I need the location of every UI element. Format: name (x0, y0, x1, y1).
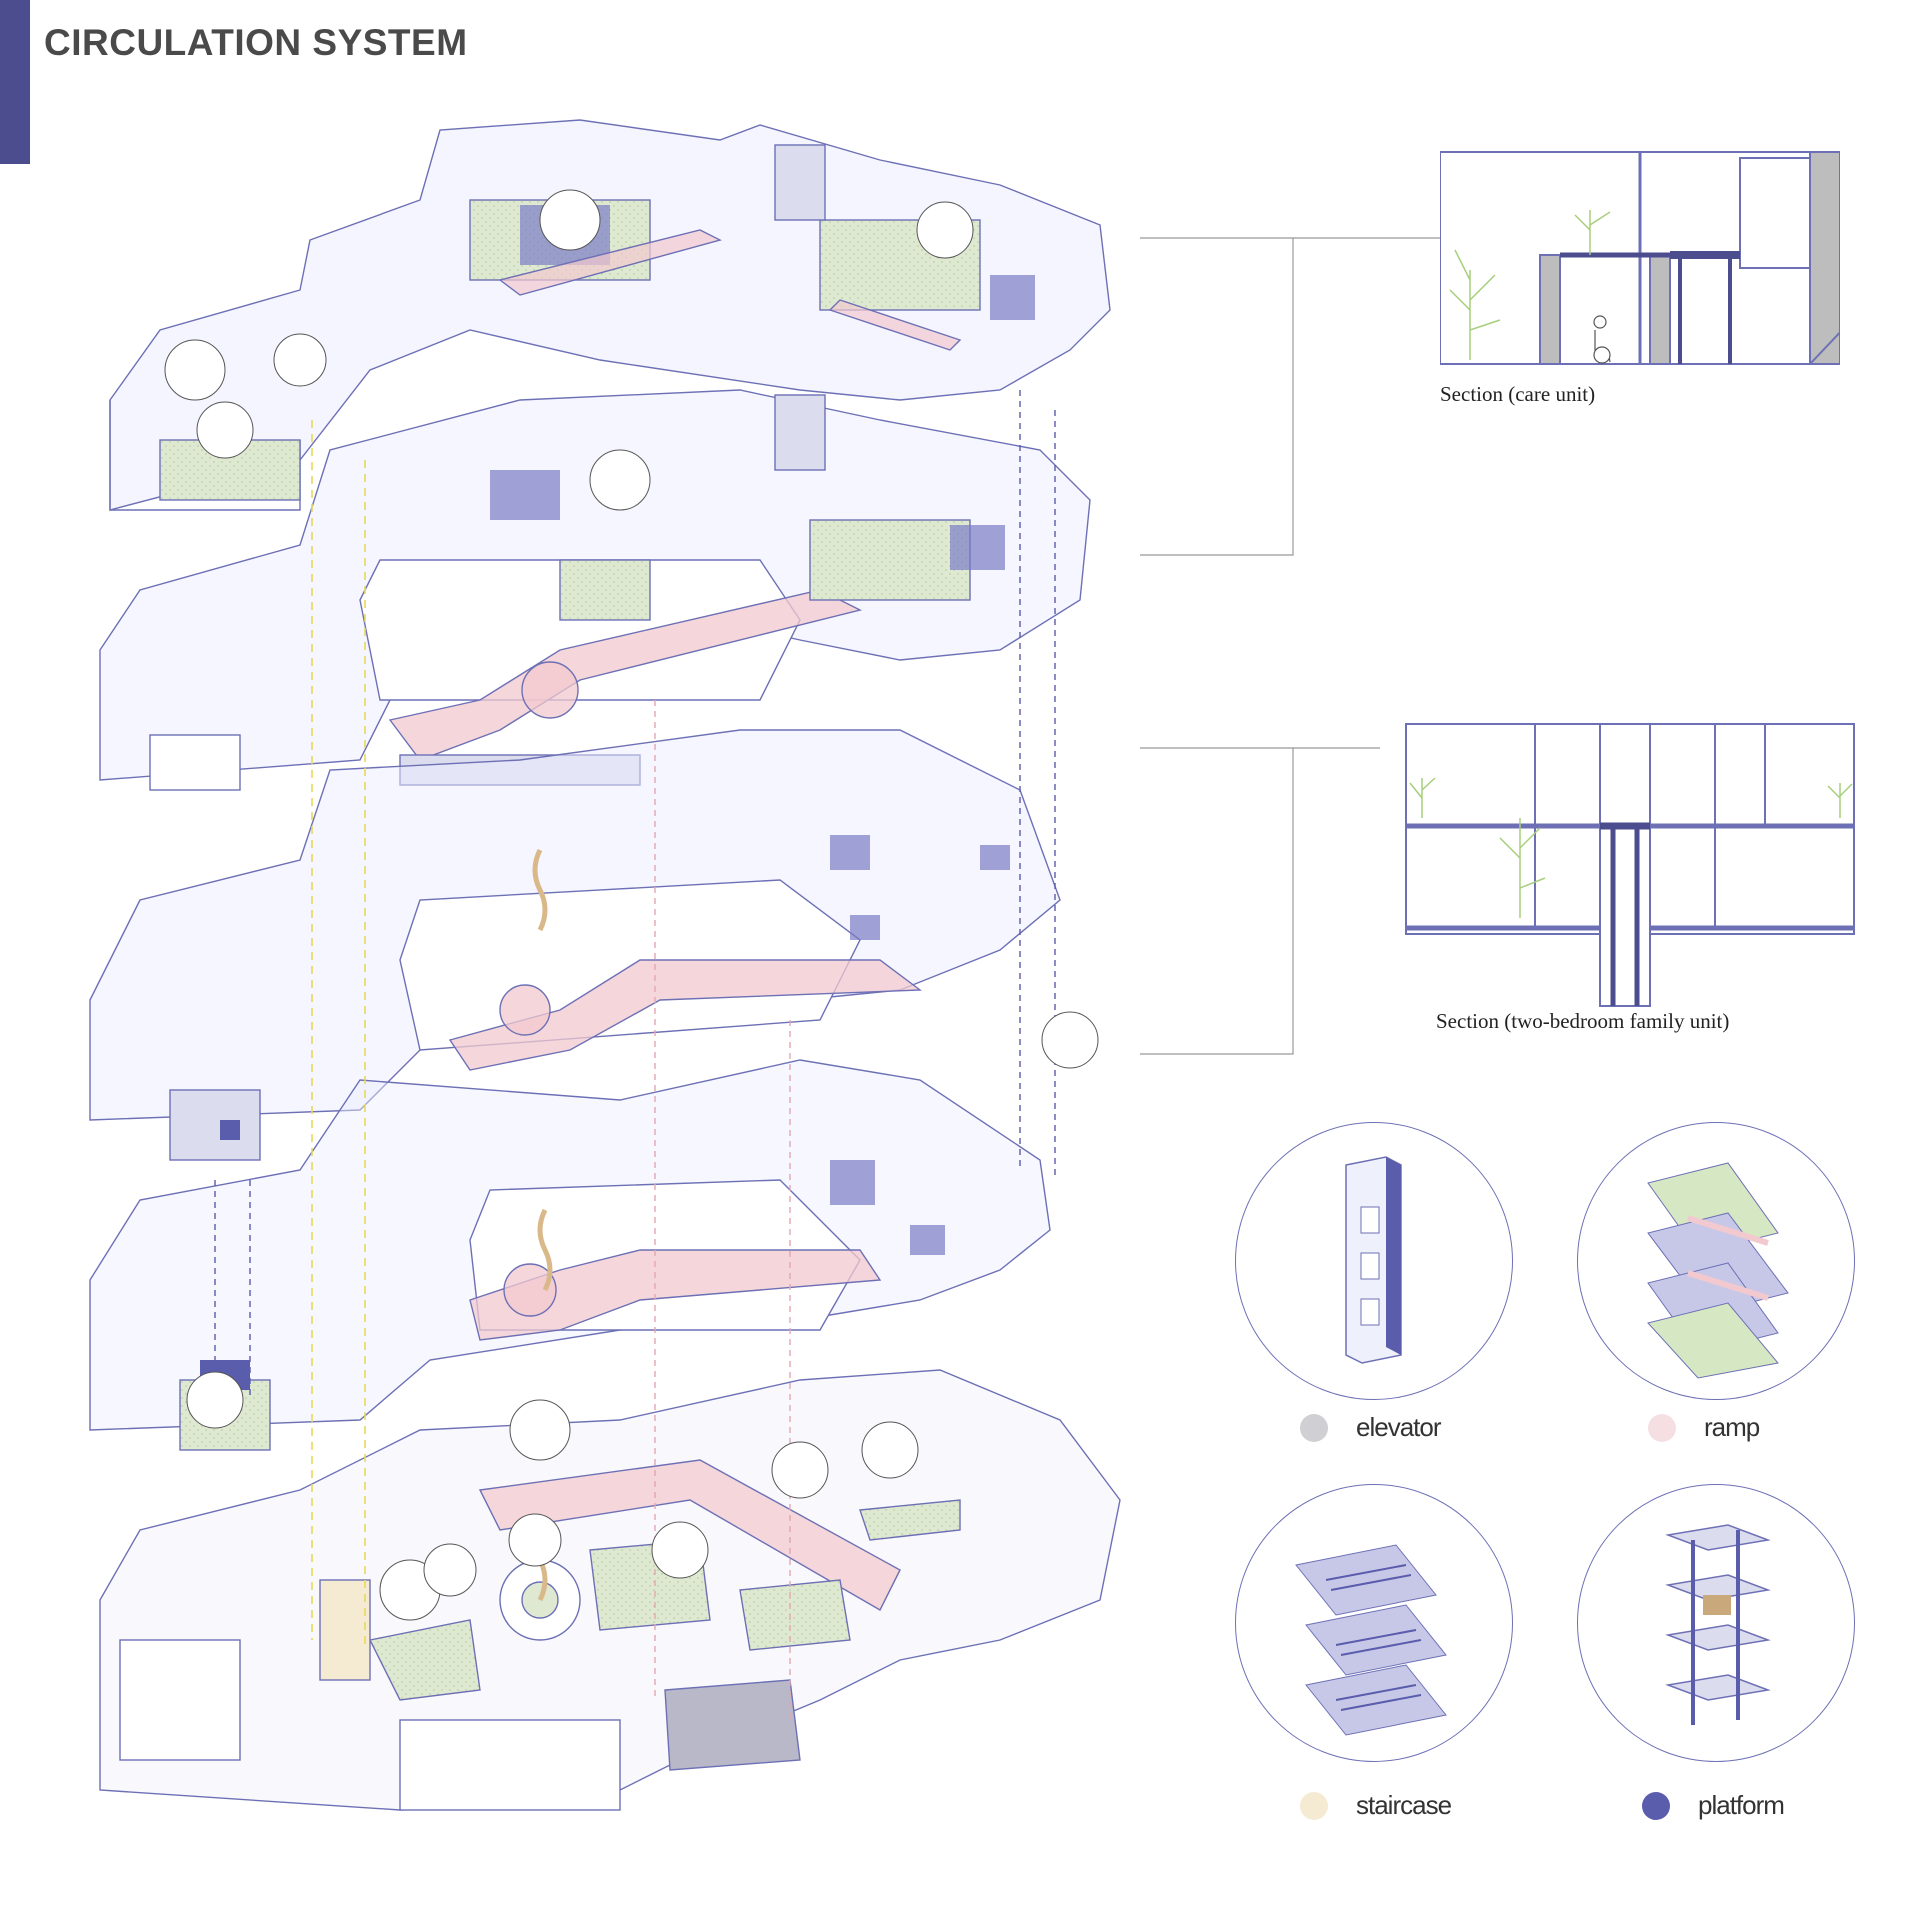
legend-label-staircase: staircase (1356, 1790, 1452, 1820)
legend-item-staircase: staircase (1300, 1790, 1452, 1821)
plant-icon (1409, 777, 1853, 918)
ground-floor (99, 1369, 1121, 1811)
ramp-icon (1647, 1162, 1789, 1379)
staircase-swatch (1300, 1791, 1328, 1820)
level-2-floor (99, 389, 1091, 791)
level-3-floor (89, 729, 1061, 1161)
elevator-diagram-circle (1235, 1122, 1513, 1400)
legend-item-ramp: ramp (1648, 1412, 1760, 1443)
legend-item-elevator: elevator (1300, 1412, 1441, 1443)
tree-icon (1449, 210, 1611, 360)
platform-swatch (1642, 1791, 1670, 1820)
legend-item-platform: platform (1642, 1790, 1785, 1821)
legend-label-ramp: ramp (1704, 1412, 1760, 1442)
ramp-diagram-circle (1577, 1122, 1855, 1400)
platform-lift-icon (1665, 1524, 1771, 1725)
section-family-unit-caption: Section (two-bedroom family unit) (1436, 1009, 1730, 1033)
trees (164, 189, 1099, 1621)
section-care-unit-caption: Section (care unit) (1440, 382, 1596, 406)
title-accent-bar (0, 0, 30, 164)
ramp-swatch (1648, 1413, 1676, 1442)
legend-label-platform: platform (1698, 1790, 1785, 1820)
elevator-swatch (1300, 1413, 1328, 1442)
staircase-icon (1295, 1544, 1447, 1736)
legend-label-elevator: elevator (1356, 1412, 1441, 1442)
elevator-shaft-icon (1345, 1156, 1402, 1364)
staircase-diagram-circle (1235, 1484, 1513, 1762)
axonometric-circulation-drawing (89, 119, 1121, 1811)
wheelchair-user-icon (1593, 315, 1611, 364)
page-title: CIRCULATION SYSTEM (44, 22, 468, 63)
section-family-unit-drawing (1400, 718, 1860, 1018)
platform-diagram-circle (1577, 1484, 1855, 1762)
section-care-unit-drawing (1439, 150, 1881, 370)
